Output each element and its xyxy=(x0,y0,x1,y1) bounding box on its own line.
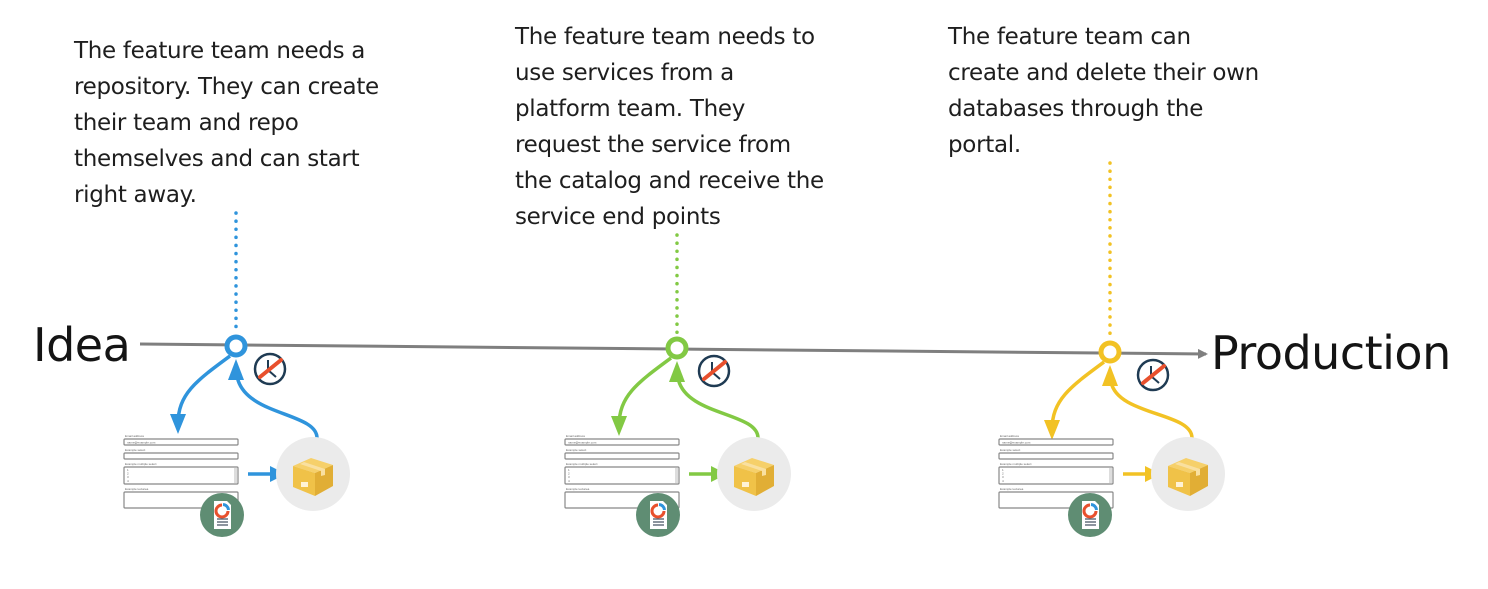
email-field xyxy=(564,438,680,446)
multi-option: 4 xyxy=(568,479,570,483)
select-field xyxy=(998,452,1114,460)
select-field xyxy=(564,452,680,460)
start-label-idea: Idea xyxy=(33,318,131,372)
multi-option: 2 xyxy=(127,472,129,476)
multi-select-field xyxy=(998,466,1114,485)
arrow-head-icon xyxy=(1102,365,1118,386)
timeline-node xyxy=(665,336,689,360)
arrow-from-service xyxy=(676,377,760,439)
multi-select-label: Example multiple select xyxy=(125,462,157,466)
multi-option: 3 xyxy=(568,475,570,479)
select-label: Example select xyxy=(566,448,587,452)
email-placeholder: name@example.com xyxy=(568,441,597,445)
scrollbar xyxy=(1109,468,1112,483)
multi-option: 3 xyxy=(1002,475,1004,479)
scrollbar xyxy=(675,468,678,483)
no-wait-clock-icon xyxy=(697,354,731,388)
arrow-head-icon xyxy=(611,416,627,436)
service-package-icon xyxy=(1151,437,1225,511)
report-document-icon xyxy=(200,493,244,537)
arrow-head-icon xyxy=(228,359,244,380)
stage-1-description: The feature team needs a repository. The… xyxy=(74,38,379,208)
arrow-head-icon xyxy=(669,361,685,382)
select-field xyxy=(123,452,239,460)
service-package-icon xyxy=(276,437,350,511)
select-label: Example select xyxy=(1000,448,1021,452)
arrow-to-form xyxy=(1050,360,1106,431)
multi-option: 1 xyxy=(1002,468,1004,472)
multi-option: 1 xyxy=(127,468,129,472)
multi-option: 2 xyxy=(1002,472,1004,476)
arrow-to-form xyxy=(176,354,232,425)
multi-select-field xyxy=(564,466,680,485)
email-field xyxy=(123,438,239,446)
textarea-label: Example textarea xyxy=(566,487,590,491)
textarea-label: Example textarea xyxy=(125,487,149,491)
arrow-to-form xyxy=(617,356,673,427)
no-wait-clock-icon xyxy=(253,352,287,386)
select-label: Example select xyxy=(125,448,146,452)
service-package-icon xyxy=(717,437,791,511)
timeline-node xyxy=(224,334,248,358)
arrow-from-service xyxy=(1109,381,1194,439)
multi-option: 1 xyxy=(568,468,570,472)
email-field xyxy=(998,438,1114,446)
email-placeholder: name@example.com xyxy=(1002,441,1031,445)
email-label: Email address xyxy=(125,434,145,438)
report-document-icon xyxy=(636,493,680,537)
multi-option: 4 xyxy=(1002,479,1004,483)
arrow-head-icon xyxy=(1044,420,1060,440)
email-label: Email address xyxy=(1000,434,1020,438)
stage-3-description: The feature team can create and delete t… xyxy=(948,24,1259,158)
multi-option: 3 xyxy=(127,475,129,479)
no-wait-clock-icon xyxy=(1136,358,1170,392)
email-label: Email address xyxy=(566,434,586,438)
arrow-head-icon xyxy=(170,414,186,434)
arrow-from-service xyxy=(235,375,319,439)
stage-2-description: The feature team needs to use services f… xyxy=(515,24,824,230)
scrollbar xyxy=(234,468,237,483)
report-document-icon xyxy=(1068,493,1112,537)
end-label-production: Production xyxy=(1211,326,1451,380)
multi-option: 2 xyxy=(568,472,570,476)
email-placeholder: name@example.com xyxy=(127,441,156,445)
multi-select-field xyxy=(123,466,239,485)
multi-select-label: Example multiple select xyxy=(566,462,598,466)
multi-option: 4 xyxy=(127,479,129,483)
multi-select-label: Example multiple select xyxy=(1000,462,1032,466)
timeline-node xyxy=(1098,340,1122,364)
textarea-label: Example textarea xyxy=(1000,487,1024,491)
